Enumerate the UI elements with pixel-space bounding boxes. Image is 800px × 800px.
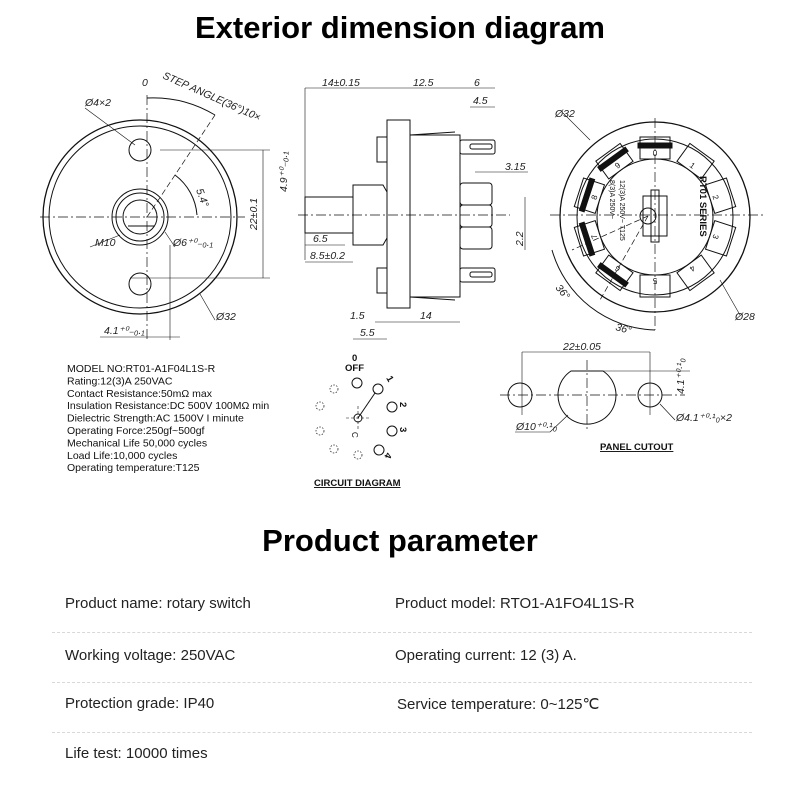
pos-2: 2 (397, 402, 408, 407)
series-label: RT01 SERIES (697, 176, 708, 237)
side-dim-7: 6.5 (313, 233, 328, 245)
holes-dim: Ø4×2 (84, 97, 111, 109)
param-product-model: Product model: RTO1-A1FO4L1S-R (395, 595, 635, 612)
off-position-number: 0 (352, 353, 357, 364)
rear-terminal: 7 (573, 220, 606, 257)
side-dim-5: 3.15 (505, 161, 526, 173)
rating-line-1: 12(3)A 250V~ T125 (618, 180, 625, 241)
divider (52, 682, 752, 683)
pos-1: 1 (383, 374, 396, 385)
side-dim-9: 1.5 (350, 310, 365, 322)
panel-cutout: 22±0.05 Ø10⁺⁰·¹₀ 4.1⁺⁰·¹₀ Ø4.1⁺⁰·¹₀×2 PA… (500, 341, 732, 453)
pos-3: 3 (397, 427, 408, 432)
circuit-title: CIRCUIT DIAGRAM (314, 478, 401, 489)
terminal-number: 1 (688, 161, 697, 171)
spec-line: Insulation Resistance:DC 500V 100MΩ min (67, 400, 269, 412)
off-label: OFF (345, 363, 364, 374)
terminal-number: 0 (653, 149, 658, 158)
terminals (459, 139, 496, 283)
circuit-diagram: 0 OFF 1 2 3 4 C CIRCUIT DIAGRAM (314, 353, 408, 489)
param-working-voltage: Working voltage: 250VAC (65, 647, 236, 664)
pos-4: 4 (381, 451, 393, 460)
spec-line: Load Life:10,000 cycles (67, 450, 177, 462)
spec-line: Contact Resistance:50mΩ max (67, 388, 213, 400)
side-dim-8: 8.5±0.2 (310, 250, 345, 262)
mount-hole (128, 138, 152, 162)
rear-terminal: 3 (704, 220, 737, 257)
terminal-number: 3 (710, 233, 720, 241)
side-view: 14±0.15 12.5 6 4.5 3.15 2.2 6.5 8.5±0.2 … (278, 77, 528, 340)
param-product-name: Product name: rotary switch (65, 595, 251, 612)
spec-line: Rating:12(3)A 250VAC (67, 375, 173, 387)
param-operating-current: Operating current: 12 (3) A. (395, 647, 577, 664)
mount-hole (128, 272, 152, 296)
panel-title: PANEL CUTOUT (600, 442, 674, 453)
rear-terminal: 2 (704, 177, 737, 214)
shaft-dim: Ø6⁺⁰₋₀.₁ (172, 237, 214, 249)
product-parameter-title: Product parameter (262, 523, 538, 558)
spec-line: Operating temperature:T125 (67, 462, 200, 474)
thread-dim: M10 (95, 237, 116, 249)
param-life-test: Life test: 10000 times (65, 745, 208, 762)
param-row: Life test: 10000 times (0, 745, 800, 775)
param-service-temperature: Service temperature: 0~125℃ (397, 696, 600, 713)
angle-dim-2: 36° (614, 321, 632, 337)
diameter-dim: Ø32 (215, 311, 236, 323)
inner-dia-dim: Ø28 (734, 311, 755, 323)
panel-width-dim: 22±0.05 (562, 341, 601, 353)
exterior-dimension-diagram: 0 STEP ANGLE(36°)10× Ø4×2 5.4° M10 Ø6⁺⁰₋… (40, 70, 765, 489)
front-view: 0 STEP ANGLE(36°)10× Ø4×2 5.4° M10 Ø6⁺⁰₋… (40, 70, 270, 340)
side-dim-11: 5.5 (360, 327, 375, 339)
terminal-number: 4 (687, 263, 696, 273)
terminal-number: 9 (613, 160, 622, 170)
zero-mark: 0 (142, 77, 148, 89)
outer-dia-dim: Ø32 (554, 108, 575, 120)
divider (52, 632, 752, 633)
panel-hole-dim: Ø10⁺⁰·¹₀ (515, 421, 558, 433)
height-dim: 22±0.1 (248, 198, 260, 231)
exterior-title: Exterior dimension diagram (195, 10, 605, 45)
side-dim-4: 4.5 (473, 95, 488, 107)
side-dim-6: 2.2 (514, 231, 526, 247)
rear-terminal: 9 (595, 142, 634, 180)
divider (52, 732, 752, 733)
side-dim-1: 14±0.15 (322, 77, 360, 89)
param-row: Product name: rotary switch Product mode… (0, 595, 800, 625)
rear-terminal: 1 (676, 142, 715, 180)
terminal-number: 7 (589, 233, 599, 241)
rear-terminal: 8 (573, 177, 606, 214)
spec-line: Mechanical Life 50,000 cycles (67, 437, 207, 449)
panel-flat-dim: 4.1⁺⁰·¹₀ (675, 358, 687, 394)
flat-dim: 4.1⁺⁰₋₀.₁ (104, 325, 145, 337)
common-label: C (350, 432, 359, 438)
side-dim-2: 12.5 (413, 77, 434, 89)
terminal-number: 6 (613, 263, 622, 273)
rating-line-2: 8(3)A 250V~ (608, 180, 615, 219)
param-row: Working voltage: 250VAC Operating curren… (0, 647, 800, 677)
param-row: Protection grade: IP40 Service temperatu… (0, 695, 800, 725)
spec-line: Dielectric Strength:AC 1500V I minute (67, 413, 244, 425)
panel-pins-dim: Ø4.1⁺⁰·¹₀×2 (675, 412, 732, 424)
rear-terminal: 4 (676, 254, 715, 292)
side-dim-10: 14 (420, 310, 432, 322)
spec-line: Operating Force:250gf~500gf (67, 425, 205, 437)
terminal-number: 8 (590, 193, 600, 201)
side-dim-12: 4.9⁺⁰₋₀.₁ (278, 151, 290, 192)
side-dim-3: 6 (474, 77, 480, 89)
spec-line: MODEL NO:RT01-A1F04L1S-R (67, 363, 216, 375)
param-protection-grade: Protection grade: IP40 (65, 695, 215, 712)
step-angle-label: STEP ANGLE(36°)10× (161, 70, 263, 124)
terminal-number: 2 (710, 194, 720, 202)
